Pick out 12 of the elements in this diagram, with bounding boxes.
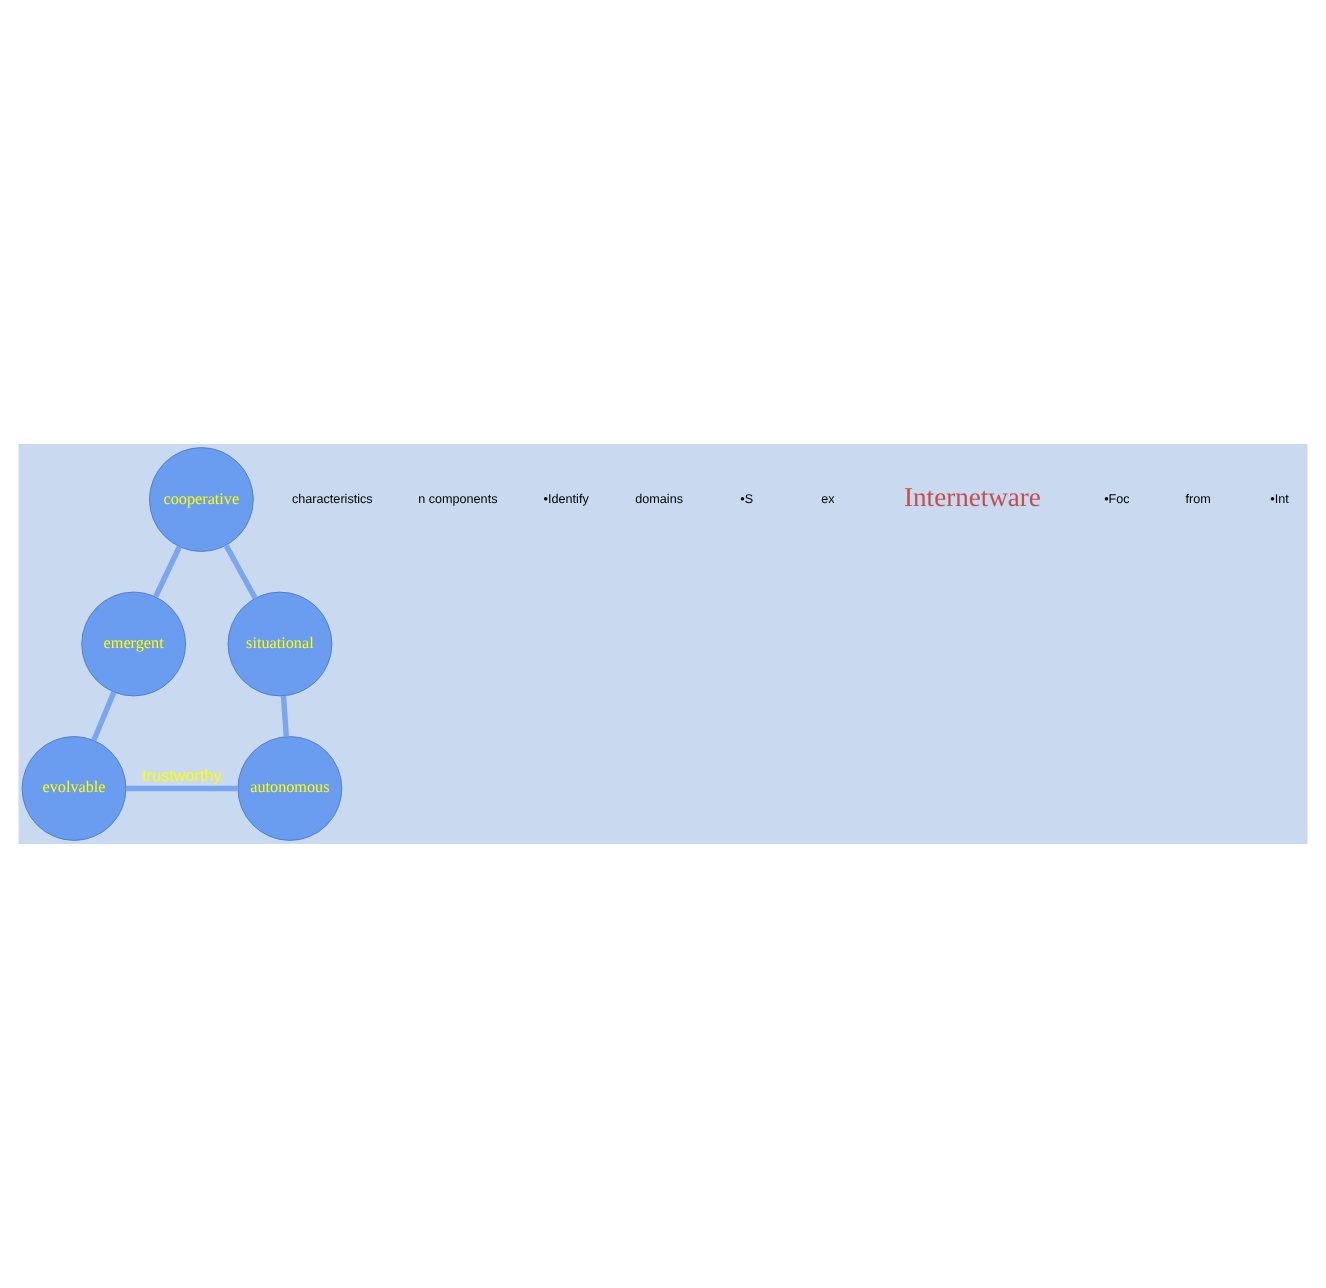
- node-circle: cooperative: [149, 447, 254, 552]
- connector: [280, 695, 289, 737]
- label: Internetware: [904, 482, 1041, 513]
- node-circle: emergent: [81, 591, 186, 697]
- node-circle: situational: [227, 591, 333, 697]
- connector: [126, 785, 238, 792]
- connector: [223, 544, 258, 600]
- connector: [153, 545, 182, 598]
- edge-label: trustworthy: [142, 766, 222, 785]
- node-circle: autonomous: [237, 736, 343, 841]
- node-circle: evolvable: [21, 736, 127, 841]
- connector: [91, 691, 117, 742]
